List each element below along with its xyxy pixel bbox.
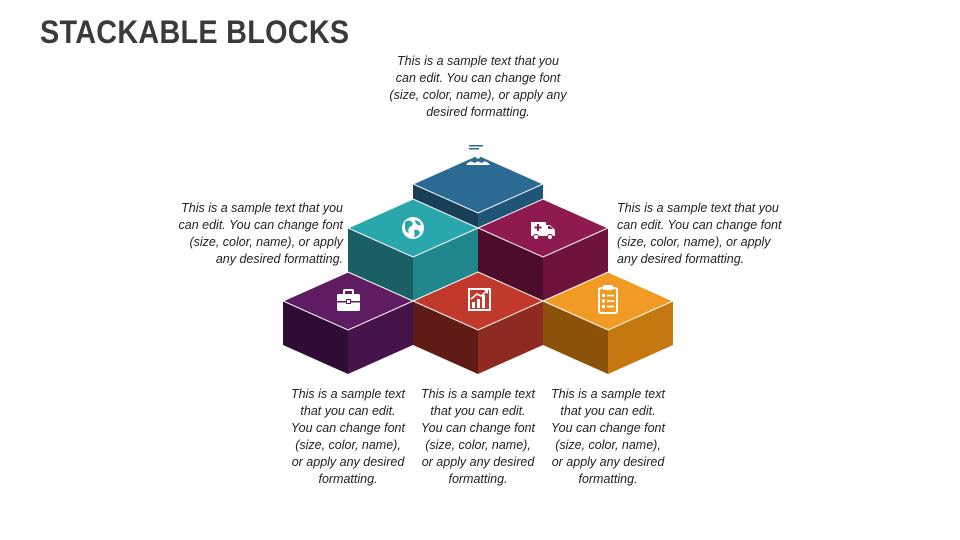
caption-bottom-1: This is a sample text that you can edit.…: [291, 387, 405, 486]
caption-bottom-2: This is a sample text that you can edit.…: [421, 387, 535, 486]
block-middle-left-left-face: [348, 228, 413, 301]
clipboard-checklist-icon: [598, 285, 618, 314]
block-bottom-center-left-face: [413, 301, 478, 374]
block-top-top-face: [411, 154, 545, 214]
caption-top: This is a sample text that you can edit.…: [389, 54, 567, 119]
block-bottom-left: [281, 271, 415, 374]
page-title: STACKABLE BLOCKS: [40, 14, 350, 50]
block-bottom-right-left-face: [543, 301, 608, 374]
block-middle-right-left-face: [478, 228, 543, 301]
globe-icon: [402, 217, 424, 239]
caption-bottom-3: This is a sample text that you can edit.…: [551, 387, 665, 486]
caption-right: This is a sample text that you can edit.…: [617, 201, 782, 266]
ambulance-icon: [531, 222, 555, 241]
block-bottom-right-right-face: [608, 301, 673, 374]
block-middle-left: [346, 198, 480, 301]
growth-chart-icon: [468, 288, 491, 311]
block-bottom-center: [411, 271, 545, 374]
block-bottom-left-left-face: [283, 301, 348, 374]
briefcase-icon: [337, 289, 360, 311]
presentation-audience-icon: [466, 142, 490, 165]
block-middle-left-right-face: [413, 228, 478, 301]
caption-left: This is a sample text that you can edit.…: [178, 201, 343, 266]
block-bottom-left-right-face: [348, 301, 413, 374]
block-bottom-center-right-face: [478, 301, 543, 374]
block-bottom-right: [541, 271, 675, 374]
